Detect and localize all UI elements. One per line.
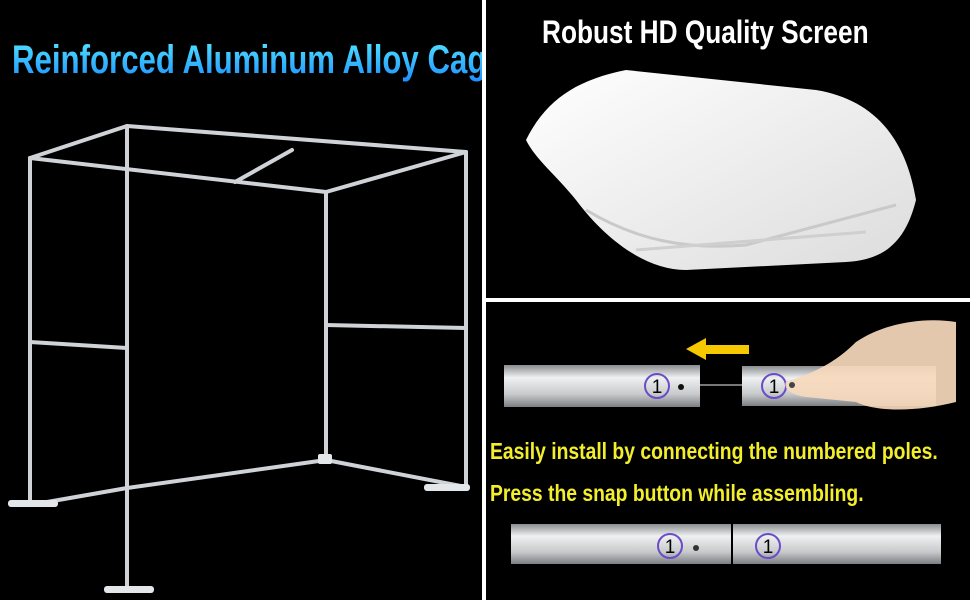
number-badge (644, 373, 670, 399)
cage-foot (104, 586, 154, 593)
install-caption-1: Easily install by connecting the numbere… (490, 438, 938, 464)
pole-number: 1 (769, 377, 780, 398)
divider-horizontal (486, 298, 970, 302)
folded-screen-illustration (526, 70, 916, 270)
cage-foot (318, 454, 332, 464)
arrow-left-icon (686, 338, 749, 360)
cage-foot (424, 484, 470, 491)
pole-connection-illustration: 1 1 1 1 (504, 320, 956, 564)
pole-number: 1 (763, 537, 774, 558)
cage-foot (8, 500, 58, 507)
screen-title: Robust HD Quality Screen (542, 14, 869, 50)
pole-segment (511, 524, 731, 564)
pole-number: 1 (652, 377, 663, 398)
pole-number: 1 (665, 537, 676, 558)
cage-frame-illustration (8, 124, 470, 593)
hand-illustration (785, 320, 956, 410)
cage-panel: Reinforced Aluminum Alloy Cage (0, 0, 504, 600)
screen-panel: Robust HD Quality Screen (486, 0, 970, 298)
install-panel: 1 1 1 1 Easily install by connecting the… (486, 302, 970, 600)
pole-segment (504, 365, 700, 407)
install-caption-2: Press the snap button while assembling. (490, 480, 864, 506)
divider-vertical (482, 0, 486, 600)
cage-title: Reinforced Aluminum Alloy Cage (12, 38, 504, 82)
